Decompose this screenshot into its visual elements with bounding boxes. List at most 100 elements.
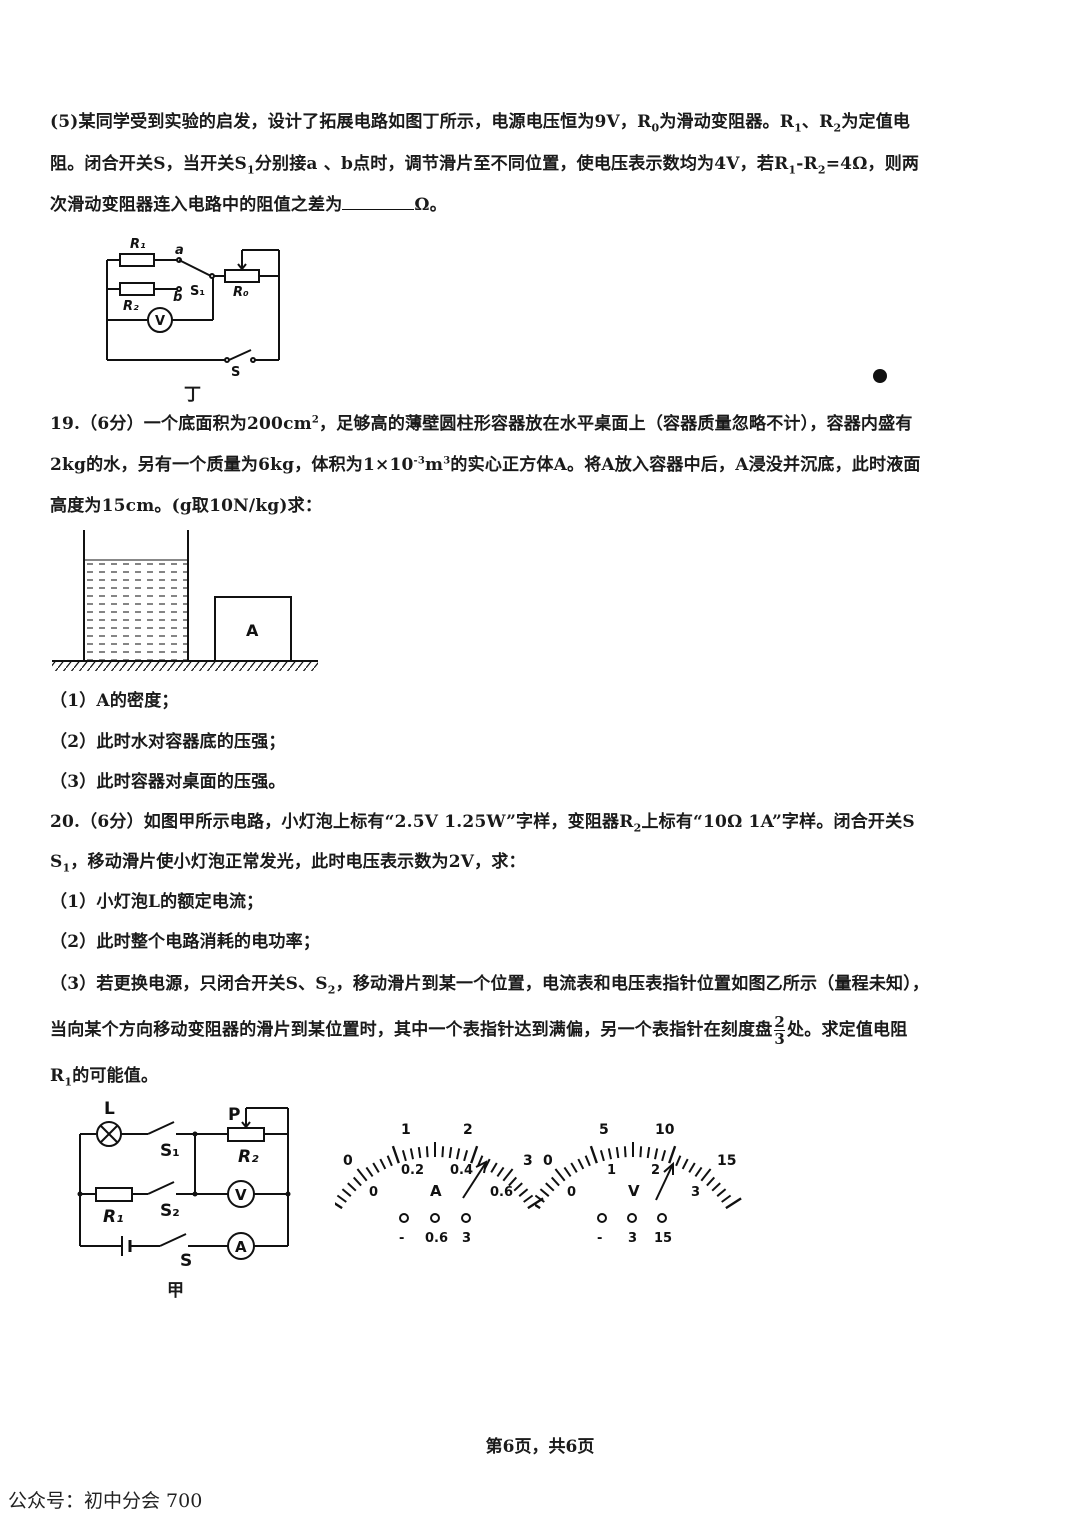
ammeter-top-0: 0 xyxy=(343,1153,353,1169)
scale-tick xyxy=(336,1194,347,1203)
block-a-label: A xyxy=(246,621,259,640)
q19-part2: （2）此时水对容器底的压强； xyxy=(50,732,286,752)
voltmeter-terminal-15: 15 xyxy=(654,1231,672,1246)
label-r0: R₀ xyxy=(233,285,249,300)
scale-tick xyxy=(535,1203,541,1210)
scale-tick xyxy=(356,1168,368,1182)
ammeter-bottom-1: 0.2 xyxy=(401,1163,424,1178)
voltmeter-top-0: 0 xyxy=(543,1153,553,1169)
scale-tick xyxy=(700,1168,712,1182)
scale-tick xyxy=(716,1188,727,1197)
scale-tick xyxy=(341,1188,352,1197)
answer-blank[interactable] xyxy=(342,195,415,210)
scale-tick xyxy=(502,1168,514,1182)
scale-tick xyxy=(725,1197,742,1210)
scale-tick xyxy=(496,1166,505,1177)
scale-tick xyxy=(668,1145,677,1164)
label-s1: S₁ xyxy=(190,284,205,299)
label-s1: S₁ xyxy=(160,1141,180,1161)
scale-tick xyxy=(470,1145,479,1164)
voltmeter-terminal-neg: - xyxy=(597,1231,602,1246)
scale-tick xyxy=(417,1146,422,1159)
ammeter-bottom-2: 0.4 xyxy=(450,1163,473,1178)
voltmeter-top-15: 15 xyxy=(717,1153,736,1169)
scale-tick xyxy=(401,1150,407,1162)
ammeter-top-2: 2 xyxy=(463,1122,473,1138)
scale-tick xyxy=(599,1150,605,1162)
scale-tick xyxy=(570,1162,578,1173)
voltmeter-scale-ticks xyxy=(535,1142,742,1210)
scale-tick xyxy=(646,1146,651,1159)
voltmeter-top-5: 5 xyxy=(599,1122,609,1138)
voltmeter-bottom-2: 2 xyxy=(651,1163,660,1178)
label-s: S xyxy=(180,1251,192,1268)
voltmeter-symbol: V xyxy=(235,1186,247,1204)
q20-part3-end: R1的可能值。 xyxy=(50,1066,159,1089)
circuit-diagram-ding: R₁ a R₂ b S₁ R₀ V S xyxy=(106,237,280,377)
scale-tick xyxy=(711,1182,721,1192)
scale-tick xyxy=(623,1146,627,1158)
scale-tick xyxy=(681,1158,689,1170)
q18-part5-line1: (5)某同学受到实验的启发，设计了拓展电路如图丁所示，电源电压恒为9V，R0为滑… xyxy=(50,112,911,135)
q20-part3: （3）若更换电源，只闭合开关S、S2，移动滑片到某一个位置，电流表和电压表指针位… xyxy=(50,974,930,997)
scale-tick xyxy=(607,1148,612,1160)
q20-line2: S1，移动滑片使小灯泡正常发光，此时电压表示数为2V，求： xyxy=(50,852,526,875)
scale-tick xyxy=(456,1148,461,1160)
scale-tick xyxy=(409,1148,414,1160)
voltmeter-bottom-3: 3 xyxy=(691,1185,700,1200)
figure-label-ding: 丁 xyxy=(184,385,201,405)
ammeter-top-3: 3 xyxy=(523,1153,533,1169)
label-r2: R₂ xyxy=(238,1147,259,1167)
ammeter-scale-ticks xyxy=(335,1142,544,1210)
scale-tick xyxy=(675,1155,682,1167)
scale-tick xyxy=(441,1146,445,1158)
voltmeter-bottom-1: 1 xyxy=(607,1163,616,1178)
scale-tick xyxy=(490,1162,498,1173)
scale-tick xyxy=(523,1194,534,1203)
scale-tick xyxy=(379,1158,387,1170)
scale-tick xyxy=(706,1176,716,1187)
scale-tick xyxy=(425,1146,429,1158)
ink-dot xyxy=(873,369,887,383)
ammeter-unit: A xyxy=(430,1182,442,1200)
q19-line2: 2kg的水，另有一个质量为6kg，体积为1×10-3m3的实心正方体A。将A放入… xyxy=(50,455,921,475)
container-diagram: A xyxy=(52,530,318,671)
q20-part1: （1）小灯泡L的额定电流； xyxy=(50,892,264,912)
voltmeter-unit: V xyxy=(628,1182,640,1200)
scale-tick xyxy=(688,1162,696,1173)
label-a: a xyxy=(175,243,184,258)
ammeter-terminal-neg: - xyxy=(399,1231,404,1246)
scale-tick xyxy=(615,1146,620,1159)
q20-part2: （2）此时整个电路消耗的电功率； xyxy=(50,932,321,952)
label-s: S xyxy=(231,365,240,377)
scale-tick xyxy=(639,1146,643,1158)
label-r2: R₂ xyxy=(123,299,139,314)
q18-part5-line2: 阻。闭合开关S，当开关S1分别接a 、b点时，调节滑片至不同位置，使电压表示数均… xyxy=(50,154,920,177)
circuit-diagram-jia: L P S₁ R₂ S₂ R₁ S V A xyxy=(77,1099,291,1268)
q19-line1: 19.（6分）一个底面积为200cm2，足够高的薄壁圆柱形容器放在水平桌面上（容… xyxy=(50,414,913,434)
label-l: L xyxy=(104,1099,115,1119)
scale-tick xyxy=(694,1166,703,1177)
scale-tick xyxy=(386,1155,393,1167)
scale-tick xyxy=(352,1176,362,1187)
ammeter-symbol: A xyxy=(235,1238,247,1256)
scale-tick xyxy=(463,1150,469,1162)
ammeter-dial: 0 1 2 3 0 0.2 0.4 0.6 A - 0.6 3 xyxy=(335,1122,544,1246)
label-s2: S₂ xyxy=(160,1201,180,1221)
scale-tick xyxy=(518,1188,529,1197)
scale-tick xyxy=(372,1162,380,1173)
scale-tick xyxy=(347,1182,357,1192)
label-p: P xyxy=(228,1105,240,1125)
scale-tick xyxy=(721,1194,732,1203)
scale-tick xyxy=(554,1168,566,1182)
q20-line1: 20.（6分）如图甲所示电路，小灯泡上标有“2.5V 1.25W”字样，变阻器R… xyxy=(50,812,915,835)
watermark-text: 公众号：初中分会 700 xyxy=(8,1490,203,1512)
scale-tick xyxy=(365,1166,374,1177)
scale-tick xyxy=(508,1176,518,1187)
scale-tick xyxy=(654,1148,659,1160)
q20-part3-cont: 当向某个方向移动变阻器的滑片到某位置时，其中一个表指针达到满偏，另一个表指针在刻… xyxy=(50,1013,908,1048)
q19-part1: （1）A的密度； xyxy=(50,691,179,711)
